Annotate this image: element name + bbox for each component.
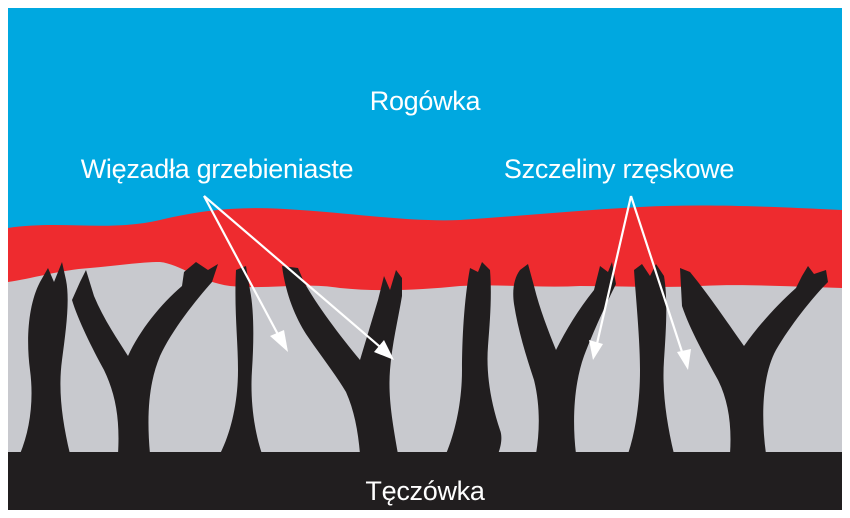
cornea-label: Rogówka xyxy=(370,88,480,115)
iris-label: Tęczówka xyxy=(365,478,484,505)
pectinate-ligaments-label: Więzadła grzebieniaste xyxy=(81,156,354,183)
ciliary-clefts-label: Szczeliny rzęskowe xyxy=(504,156,734,183)
